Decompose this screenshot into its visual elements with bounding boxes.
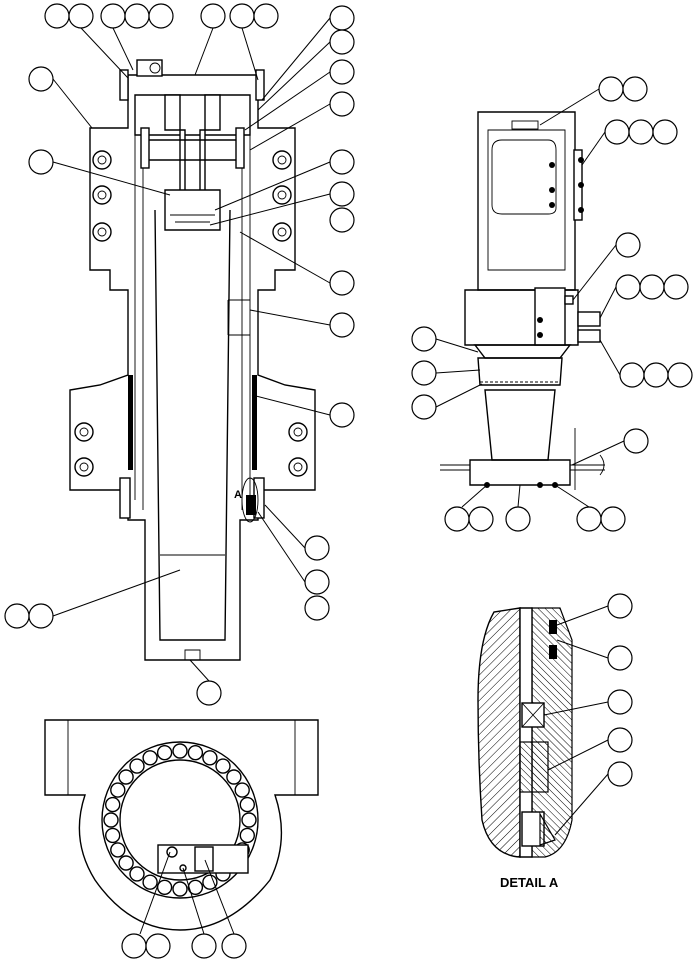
bolt-hole [142, 750, 158, 766]
bolt-hole [156, 745, 173, 761]
bolt-hole [202, 874, 218, 890]
bolt-hole [103, 812, 119, 828]
bolt-hole [239, 796, 256, 813]
bolt-hole [226, 769, 242, 785]
detail-a-callouts [543, 593, 633, 836]
bolt-hole [104, 827, 121, 844]
detail-a-view: DETAIL A [477, 607, 573, 890]
bottom-plan-view [44, 719, 319, 931]
bottom-view-callouts [121, 851, 247, 959]
detail-a-marker: A [234, 489, 242, 501]
bolt-hole [202, 750, 218, 766]
bolt-hole [172, 881, 188, 897]
bolt-hole [187, 879, 204, 895]
bolt-hole [129, 758, 145, 774]
bolt-hole [142, 874, 158, 890]
bolt-hole [110, 842, 126, 858]
bolt-hole [239, 827, 256, 844]
external-view-callouts [411, 76, 693, 532]
main-view-callouts [4, 3, 355, 706]
main-section-view: A [69, 59, 316, 661]
external-view [440, 111, 605, 490]
bolt-hole [234, 782, 250, 798]
bolt-hole [118, 855, 134, 871]
bolt-hole [156, 879, 173, 895]
bolt-hole [104, 796, 121, 813]
bolt-hole [241, 812, 257, 828]
bolt-hole [172, 743, 188, 759]
bolt-circle-holes [103, 743, 257, 897]
bolt-hole [187, 745, 204, 761]
detail-a-caption: DETAIL A [500, 875, 559, 890]
bolt-hole [129, 866, 145, 882]
bolt-hole [110, 782, 126, 798]
bolt-hole [118, 769, 134, 785]
bolt-hole [215, 758, 231, 774]
